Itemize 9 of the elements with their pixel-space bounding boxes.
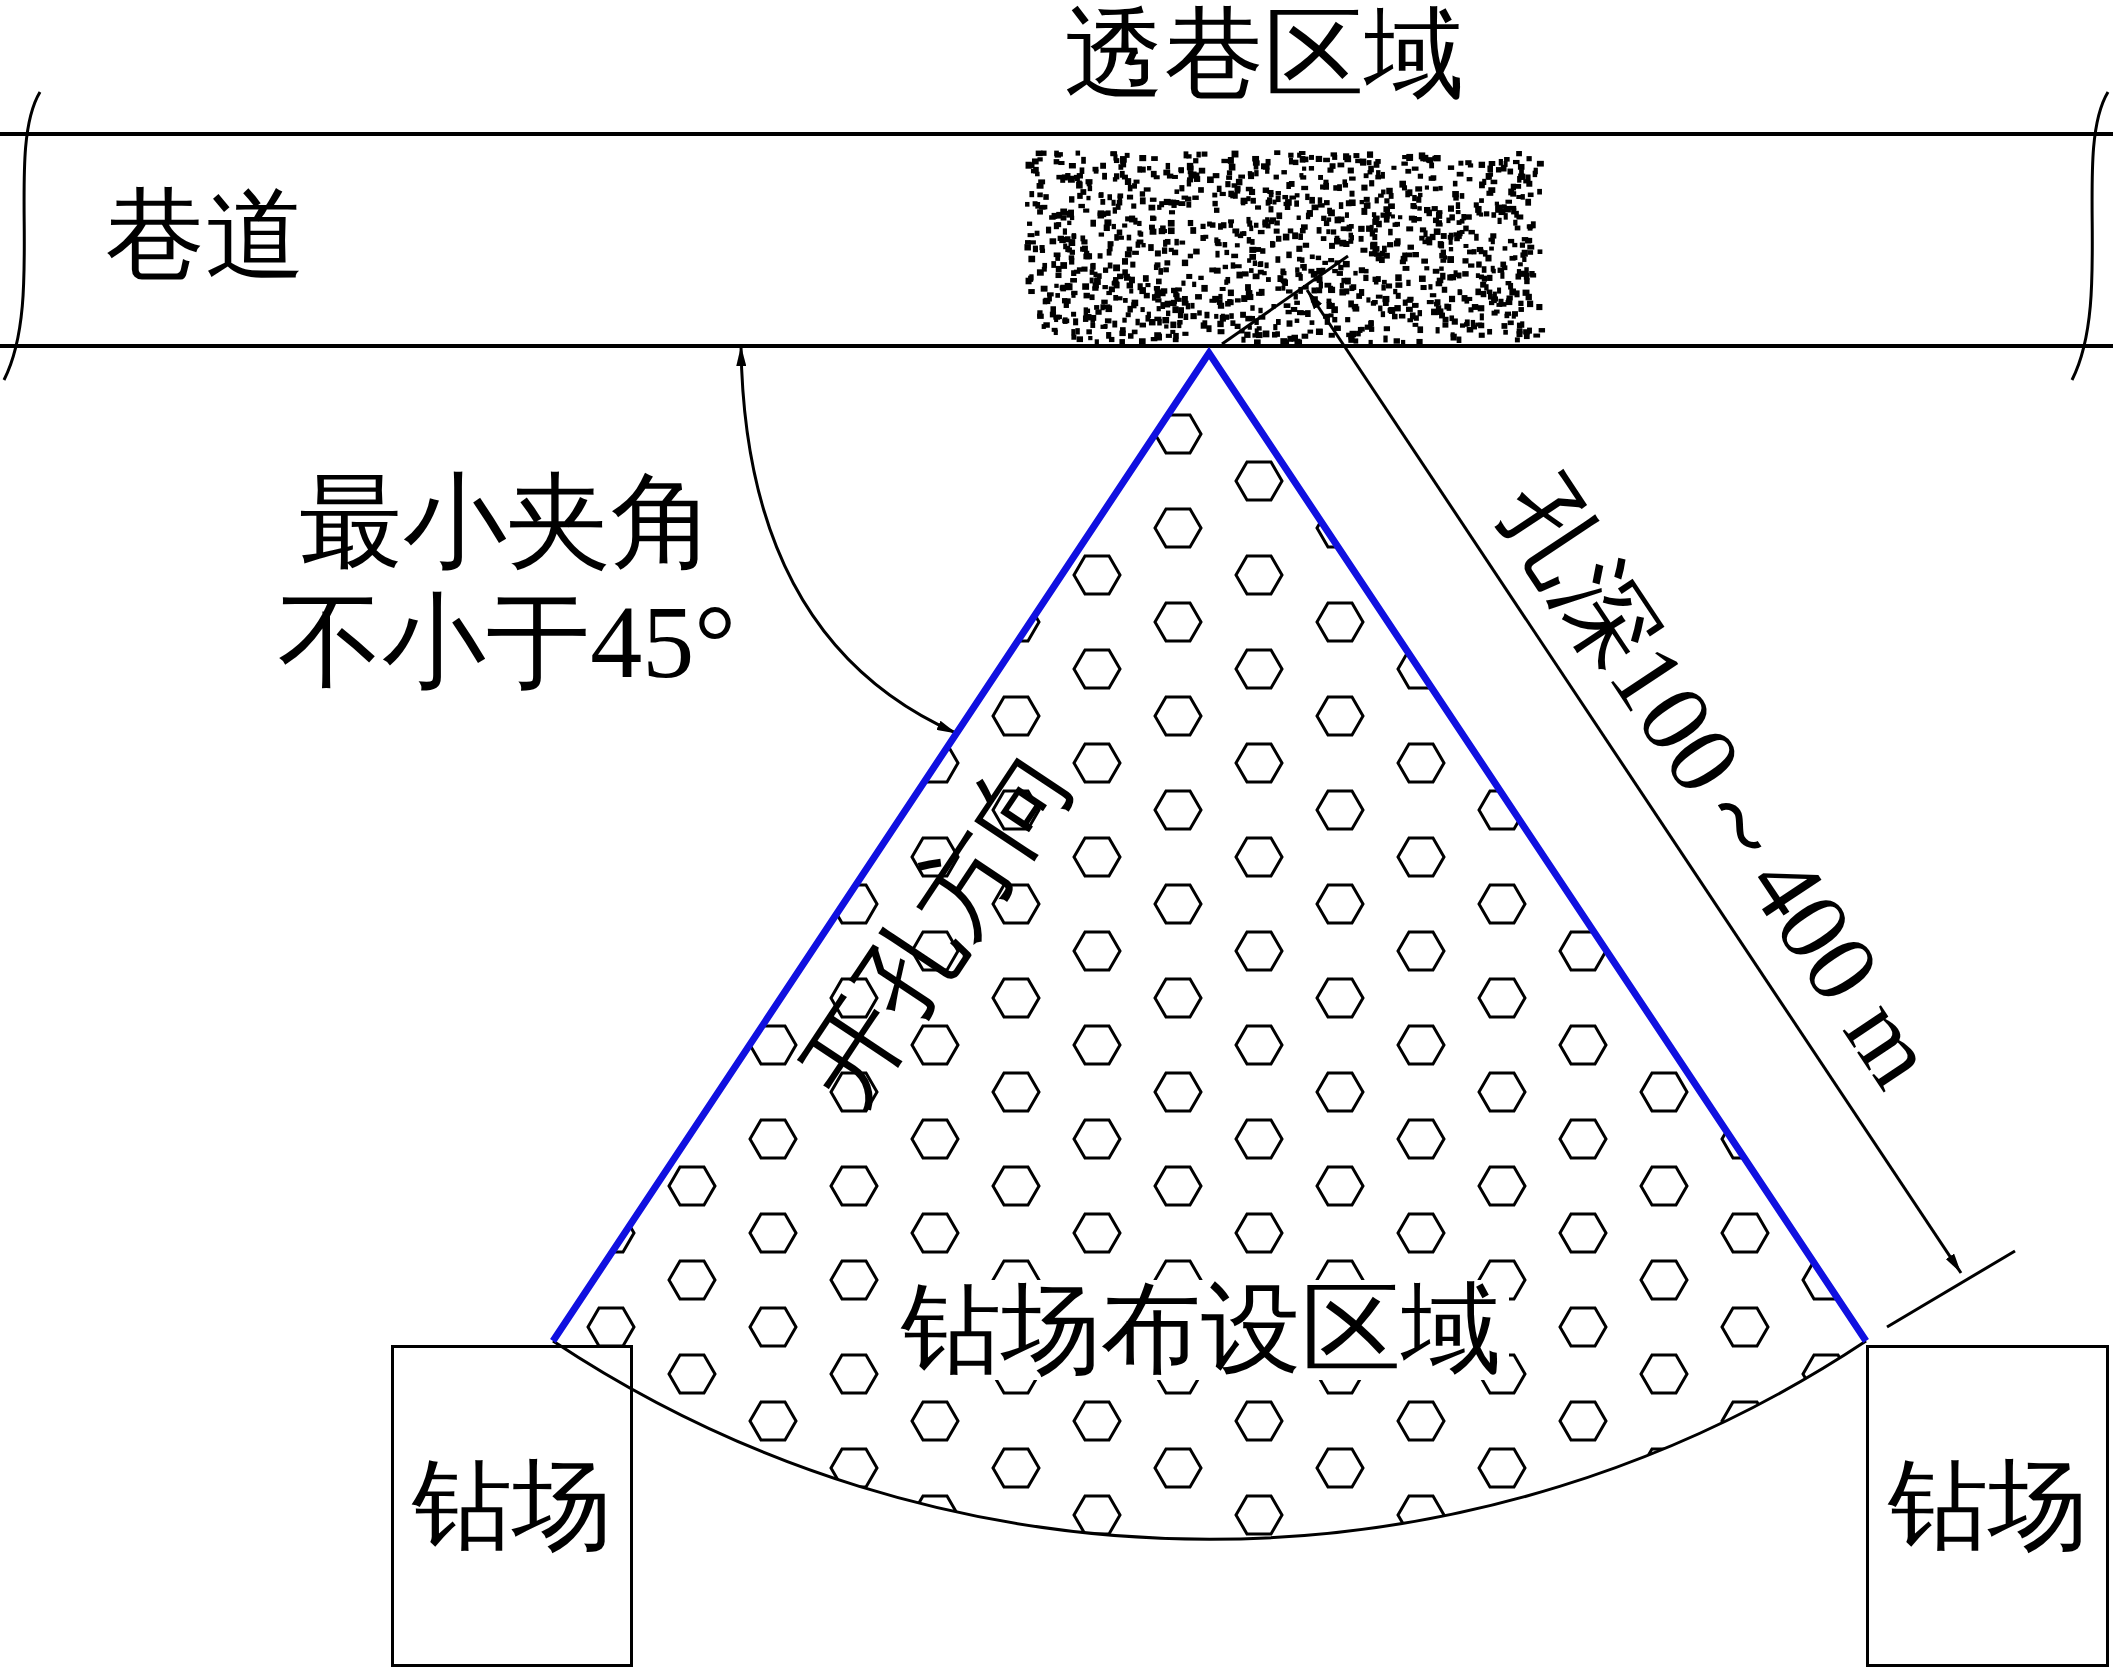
drill-site-label: 钻场 xyxy=(412,1456,612,1556)
drill-site-box xyxy=(1866,1345,2109,1667)
hole-depth-label: 孔深100～400 m xyxy=(1476,458,1960,1108)
roadway-label: 巷道 xyxy=(105,186,305,286)
drill-site-label: 钻场 xyxy=(1887,1456,2088,1556)
zone-heading: 透巷区域 xyxy=(1064,5,1464,105)
drill-site-box xyxy=(391,1345,633,1667)
angle-note: 最小夹角不小于45° xyxy=(277,463,737,701)
drilling-direction-label: 开孔方向 xyxy=(780,727,1096,1125)
